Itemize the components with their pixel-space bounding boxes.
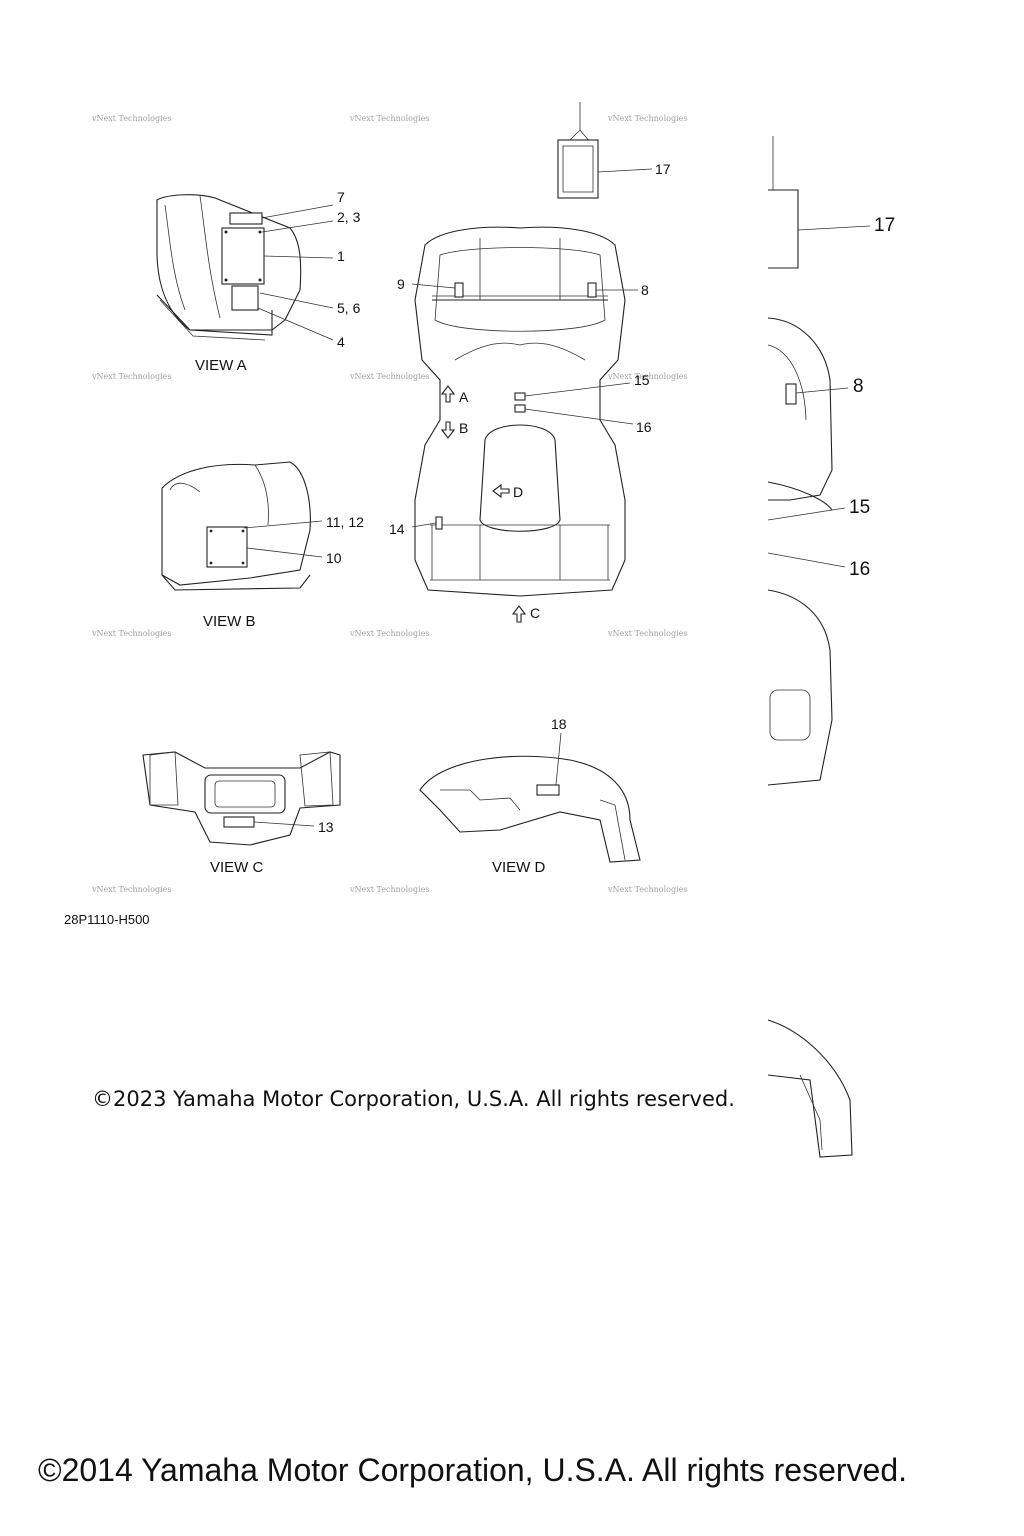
- label-14-patch: [435, 516, 443, 530]
- label-16-patch: [514, 404, 526, 413]
- zoom-label-8-patch: [785, 383, 797, 405]
- atv-top-view-illustration: [411, 226, 638, 623]
- watermark: vNext Technologies: [91, 114, 171, 123]
- callout-18: 18: [551, 716, 567, 732]
- view-b-label: VIEW B: [203, 613, 256, 630]
- view-b-illustration: [161, 461, 323, 591]
- label-1-patch: [221, 227, 265, 285]
- callout-2-3: 2, 3: [337, 209, 361, 225]
- watermark: vNext Technologies: [349, 885, 429, 894]
- hang-tag-illustration: [557, 102, 653, 199]
- callout-10: 10: [326, 550, 342, 566]
- zoom-strip-illustration: [767, 136, 871, 1158]
- watermark: vNext Technologies: [607, 885, 687, 894]
- label-9-patch: [454, 282, 464, 298]
- watermark: vNext Technologies: [607, 372, 687, 381]
- callout-13: 13: [318, 819, 334, 835]
- arrow-label-c: C: [530, 605, 540, 621]
- zoom-callout-8: 8: [853, 376, 864, 397]
- zoom-callout-15: 15: [849, 497, 870, 518]
- watermark: vNext Technologies: [349, 372, 429, 381]
- callout-15: 15: [634, 372, 650, 388]
- callout-11-12: 11, 12: [326, 514, 364, 530]
- view-d-illustration: [419, 732, 641, 863]
- callout-8: 8: [641, 282, 649, 298]
- callout-17: 17: [655, 161, 671, 177]
- arrow-label-d: D: [513, 484, 523, 500]
- view-c-label: VIEW C: [210, 859, 264, 876]
- callout-5-6: 5, 6: [337, 300, 361, 316]
- view-d-arrow-icon: [492, 483, 510, 499]
- callout-16: 16: [636, 419, 652, 435]
- copyright-notice-small: ©2023 Yamaha Motor Corporation, U.S.A. A…: [92, 1087, 735, 1111]
- label-13-patch: [223, 816, 255, 828]
- view-a-label: VIEW A: [195, 357, 247, 374]
- view-b-arrow-icon: [440, 421, 456, 439]
- label-7-patch: [229, 212, 263, 225]
- arrow-label-a: A: [459, 389, 469, 405]
- label-18-patch: [536, 784, 560, 796]
- view-a-arrow-icon: [440, 385, 456, 403]
- copyright-notice-large: ©2014 Yamaha Motor Corporation, U.S.A. A…: [38, 1452, 908, 1488]
- watermark: vNext Technologies: [91, 372, 171, 381]
- watermark: vNext Technologies: [91, 629, 171, 638]
- callout-14: 14: [389, 521, 405, 537]
- label-15-patch: [514, 392, 526, 401]
- callout-4: 4: [337, 334, 345, 350]
- label-8-patch: [587, 282, 597, 298]
- watermark: vNext Technologies: [349, 629, 429, 638]
- label-10-patch: [206, 526, 248, 568]
- callout-7: 7: [337, 189, 345, 205]
- tag-17-patch: [557, 139, 599, 199]
- callout-1: 1: [337, 248, 345, 264]
- label-4-patch: [231, 285, 259, 311]
- watermark: vNext Technologies: [607, 629, 687, 638]
- watermark: vNext Technologies: [607, 114, 687, 123]
- watermark: vNext Technologies: [91, 885, 171, 894]
- zoom-callout-17: 17: [874, 215, 895, 236]
- view-c-illustration: [142, 751, 341, 846]
- view-c-arrow-icon: [511, 605, 527, 623]
- watermark: vNext Technologies: [349, 114, 429, 123]
- watermark-group: vNext Technologies vNext Technologies vN…: [91, 114, 687, 894]
- view-d-label: VIEW D: [492, 859, 546, 876]
- view-a-illustration: [156, 194, 334, 341]
- callout-9: 9: [397, 276, 405, 292]
- arrow-label-b: B: [459, 420, 468, 436]
- zoom-callout-16: 16: [849, 559, 870, 580]
- part-number: 28P1110-H500: [64, 912, 150, 927]
